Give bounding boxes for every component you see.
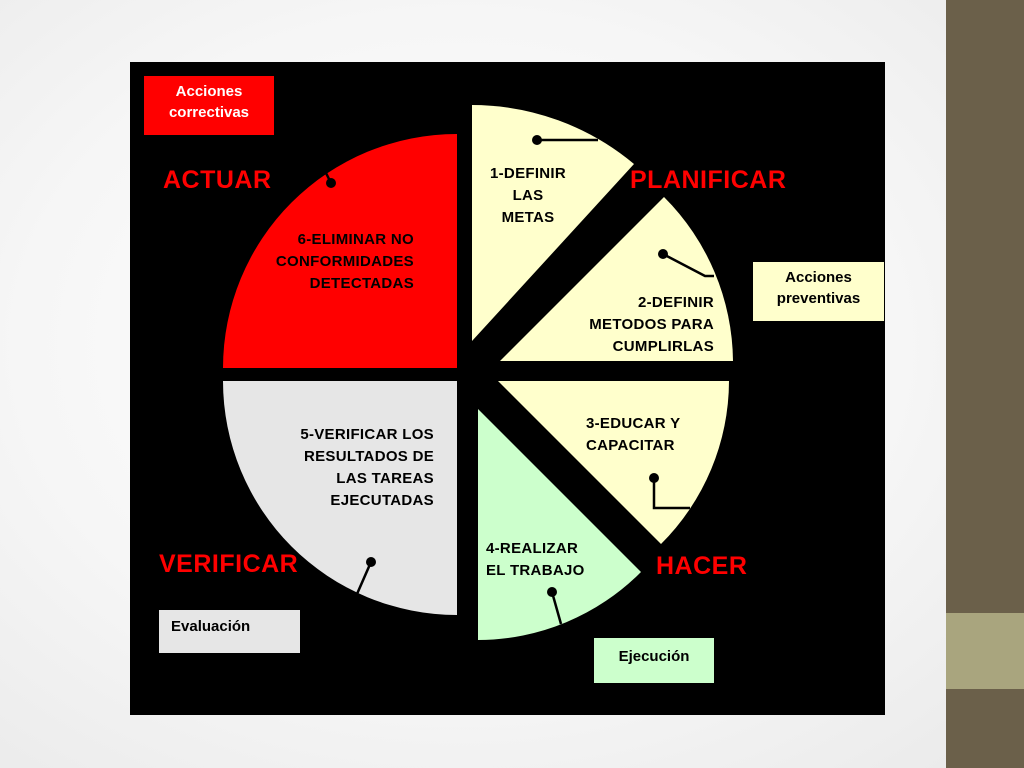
stage-actuar: ACTUAR <box>163 166 272 194</box>
segment-6-text: 6-ELIMINAR NO CONFORMIDADES DETECTADAS <box>275 231 414 292</box>
segment-5-text: 5-VERIFICAR LOS RESULTADOS DE LAS TAREAS… <box>300 426 434 509</box>
segment-4-text: 4-REALIZAR EL TRABAJO <box>486 540 585 579</box>
leader-dot-1 <box>532 135 542 145</box>
leader-dot-2 <box>658 249 668 259</box>
segment-actuar <box>223 134 457 368</box>
stage-verificar: VERIFICAR <box>159 550 299 578</box>
segment-3 <box>498 381 729 544</box>
leader-dot-4 <box>547 587 557 597</box>
leader-dot-5 <box>366 557 376 567</box>
segment-1 <box>472 105 634 341</box>
segment-3-text: 3-EDUCAR Y CAPACITAR <box>586 415 681 454</box>
segment-verificar <box>223 381 457 615</box>
leader-line-3 <box>652 478 690 510</box>
box-evaluacion: Evaluación <box>159 610 300 653</box>
box-ejecucion: Ejecución <box>594 638 714 683</box>
stage-planificar: PLANIFICAR <box>630 166 787 194</box>
leader-line-actuar <box>324 172 333 184</box>
segment-2-text: 2-DEFINIR METODOS PARA CUMPLIRLAS <box>589 294 714 355</box>
stage-hacer: HACER <box>656 552 748 580</box>
leader-dot-3 <box>649 473 659 483</box>
segment-4 <box>478 409 641 640</box>
box-acciones-correctivas: Acciones correctivas <box>144 76 274 135</box>
leader-line-2 <box>662 252 714 278</box>
segment-1-text: 1-DEFINIR LAS METAS <box>490 165 567 226</box>
leader-line-5 <box>355 561 373 595</box>
side-bar-accent <box>946 613 1024 689</box>
leader-line-4 <box>550 591 563 625</box>
segment-2 <box>500 197 733 361</box>
box-acciones-preventivas: Acciones preventivas <box>753 262 884 321</box>
